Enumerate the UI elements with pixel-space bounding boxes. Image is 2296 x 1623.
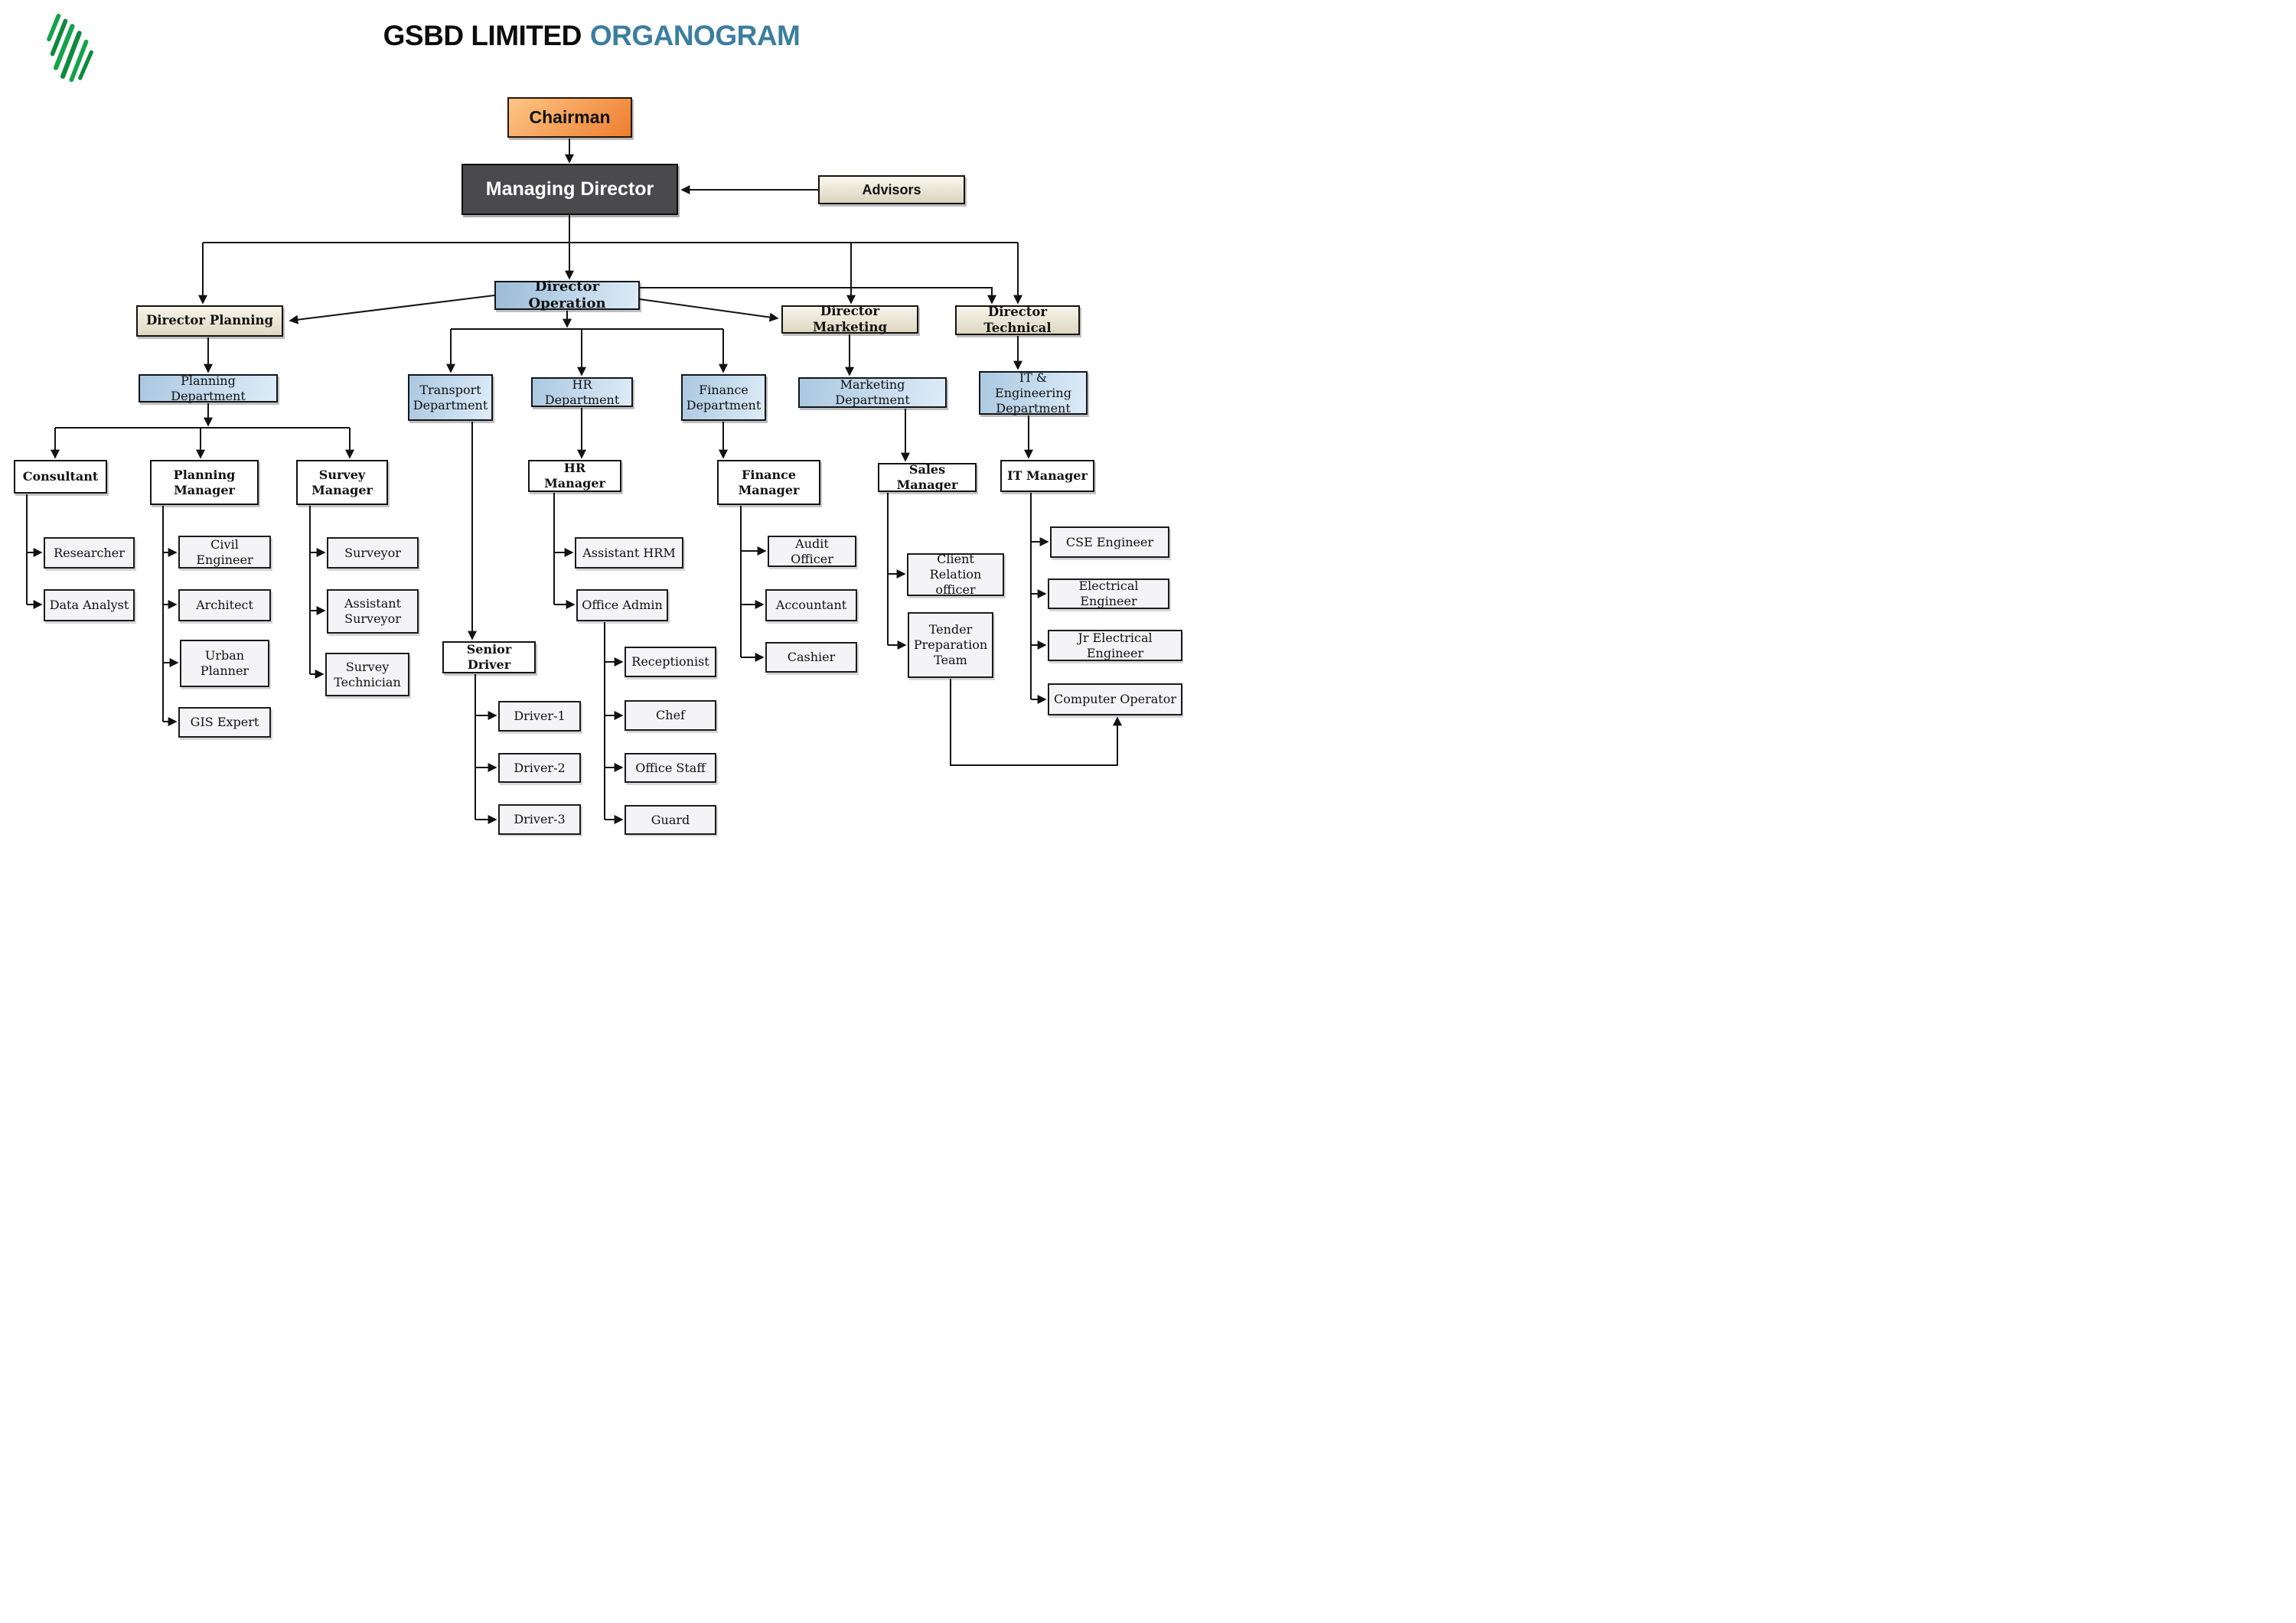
node-director-marketing: Director Marketing <box>781 304 918 334</box>
node-senior-driver: Senior Driver <box>442 641 536 673</box>
node-accountant: Accountant <box>765 589 857 621</box>
node-surveyor: Surveyor <box>327 537 419 569</box>
node-hr-manager: HR Manager <box>528 460 621 492</box>
node-office-staff: Office Staff <box>625 753 716 783</box>
node-assistant-hrm: Assistant HRM <box>575 537 683 569</box>
node-consultant: Consultant <box>14 460 107 494</box>
node-transport-department: Transport Department <box>408 374 493 421</box>
node-office-admin: Office Admin <box>576 589 668 621</box>
node-chef: Chef <box>625 700 716 731</box>
node-finance-manager: Finance Manager <box>717 460 820 505</box>
node-cashier: Cashier <box>765 642 857 673</box>
node-audit-officer: Audit Officer <box>768 536 856 567</box>
node-guard: Guard <box>625 805 716 835</box>
node-driver-3: Driver-3 <box>498 804 581 835</box>
node-director-planning: Director Planning <box>136 305 283 337</box>
node-planning-manager: Planning Manager <box>150 460 259 505</box>
node-it-manager: IT Manager <box>1000 460 1094 492</box>
node-data-analyst: Data Analyst <box>44 589 135 621</box>
node-computer-operator: Computer Operator <box>1048 683 1182 715</box>
node-urban-planner: Urban Planner <box>180 640 269 687</box>
node-assistant-surveyor: Assistant Surveyor <box>327 589 419 634</box>
node-architect: Architect <box>178 589 271 621</box>
node-director-technical: Director Technical <box>955 305 1080 335</box>
node-finance-department: Finance Department <box>681 374 766 421</box>
node-client-relation-officer: Client Relation officer <box>907 552 1004 597</box>
title-company-name: GSBD LIMITED <box>383 20 582 51</box>
node-tender-preparation-team: Tender Preparation Team <box>908 612 993 678</box>
node-marketing-department: Marketing Department <box>798 377 947 408</box>
company-logo-icon <box>47 13 93 83</box>
node-researcher: Researcher <box>44 537 135 569</box>
connector-lines <box>26 139 1122 824</box>
node-survey-technician: Survey Technician <box>325 653 409 696</box>
node-civil-engineer: Civil Engineer <box>178 536 271 569</box>
node-director-operation: Director Operation <box>494 279 640 311</box>
node-planning-department: Planning Department <box>139 373 278 403</box>
node-advisors: Advisors <box>818 175 965 204</box>
node-sales-manager: Sales Manager <box>878 462 977 492</box>
node-gis-expert: GIS Expert <box>178 707 271 738</box>
node-hr-department: HR Department <box>531 377 633 407</box>
node-driver-1: Driver-1 <box>498 701 581 732</box>
node-electrical-engineer: Electrical Engineer <box>1048 578 1169 609</box>
node-managing-director: Managing Director <box>461 164 678 215</box>
node-survey-manager: Survey Manager <box>296 460 388 505</box>
title-word-organogram: ORGANOGRAM <box>589 20 801 51</box>
node-driver-2: Driver-2 <box>498 753 581 783</box>
node-cse-engineer: CSE Engineer <box>1050 526 1169 558</box>
node-it-engineering-department: IT & Engineering Department <box>979 370 1088 416</box>
node-receptionist: Receptionist <box>625 647 716 677</box>
node-jr-electrical-engineer: Jr Electrical Engineer <box>1048 630 1182 661</box>
node-chairman: Chairman <box>507 97 632 138</box>
